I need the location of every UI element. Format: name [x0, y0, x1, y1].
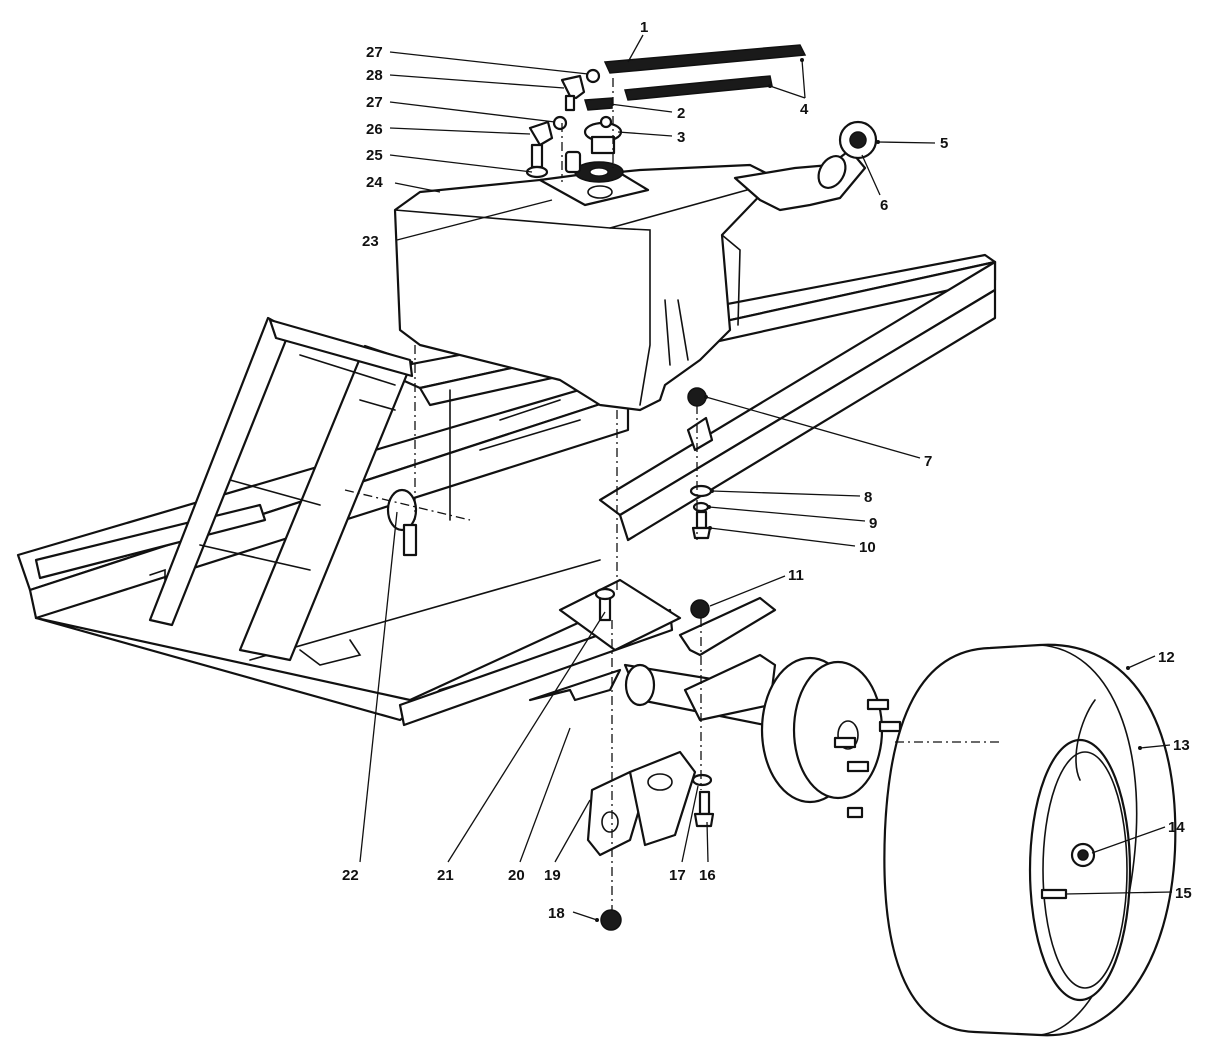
callout-14: 14 — [1168, 819, 1185, 836]
callout-27-lower: 27 — [366, 94, 383, 111]
assembly-lines — [344, 78, 1000, 910]
callout-6: 6 — [880, 197, 888, 214]
axle-assembly — [586, 596, 902, 931]
callout-5: 5 — [940, 135, 948, 152]
tank-fittings — [386, 44, 878, 622]
callout-13: 13 — [1173, 737, 1190, 754]
leader-dots — [595, 58, 1142, 922]
callout-9: 9 — [869, 515, 877, 532]
callout-20: 20 — [508, 867, 525, 884]
callout-8: 8 — [864, 489, 872, 506]
callout-labels: 1 2 3 4 5 6 7 8 9 10 11 12 13 14 15 16 1… — [342, 19, 1192, 922]
callout-21: 21 — [437, 867, 454, 884]
fuel-tank — [393, 148, 867, 412]
callout-22: 22 — [342, 867, 359, 884]
callout-17: 17 — [669, 867, 686, 884]
callout-11: 11 — [788, 567, 804, 584]
callout-3: 3 — [677, 129, 685, 146]
callout-25: 25 — [366, 147, 383, 164]
callout-23: 23 — [362, 233, 379, 250]
callout-18: 18 — [548, 905, 565, 922]
wheel-studs — [833, 698, 902, 819]
callout-7: 7 — [924, 453, 932, 470]
wheel-assembly — [883, 643, 1177, 1037]
callout-10: 10 — [859, 539, 876, 556]
callout-16: 16 — [699, 867, 716, 884]
callout-2: 2 — [677, 105, 685, 122]
callout-19: 19 — [544, 867, 561, 884]
callout-15: 15 — [1175, 885, 1192, 902]
callout-24: 24 — [366, 174, 383, 191]
callout-leaders — [359, 34, 1173, 921]
callout-1: 1 — [640, 19, 648, 36]
callout-26: 26 — [366, 121, 383, 138]
callout-28: 28 — [366, 67, 383, 84]
callout-4: 4 — [800, 101, 809, 118]
callout-27-upper: 27 — [366, 44, 383, 61]
callout-12: 12 — [1158, 649, 1175, 666]
